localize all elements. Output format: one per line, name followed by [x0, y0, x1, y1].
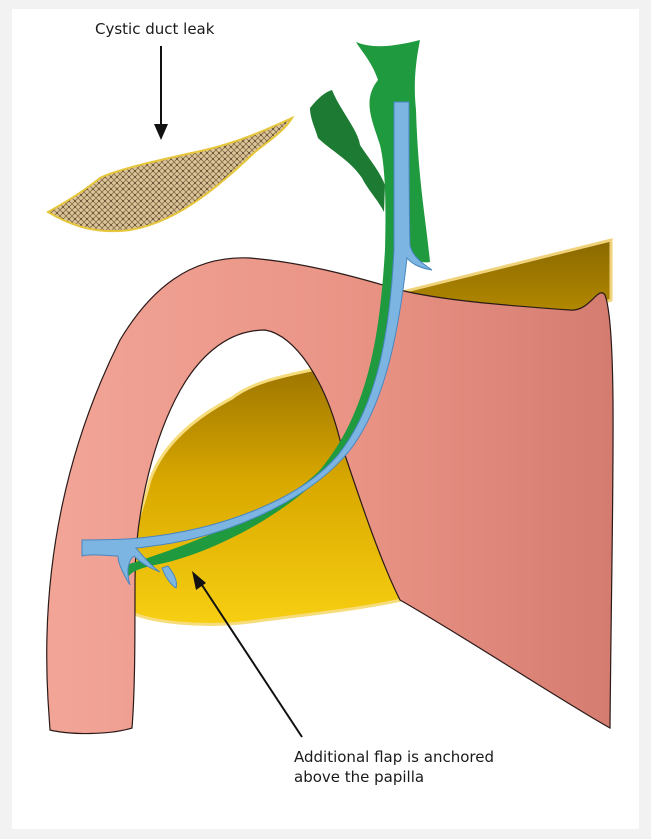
cystic-duct-leak [48, 118, 292, 231]
cystic-duct-leak-label: Cystic duct leak [95, 19, 214, 39]
flap-label-line1: Additional flap is anchored [294, 747, 494, 767]
leak-arrow-head [154, 124, 168, 140]
flap-label: Additional flap is anchored above the pa… [294, 747, 494, 787]
flap-label-line2: above the papilla [294, 767, 494, 787]
